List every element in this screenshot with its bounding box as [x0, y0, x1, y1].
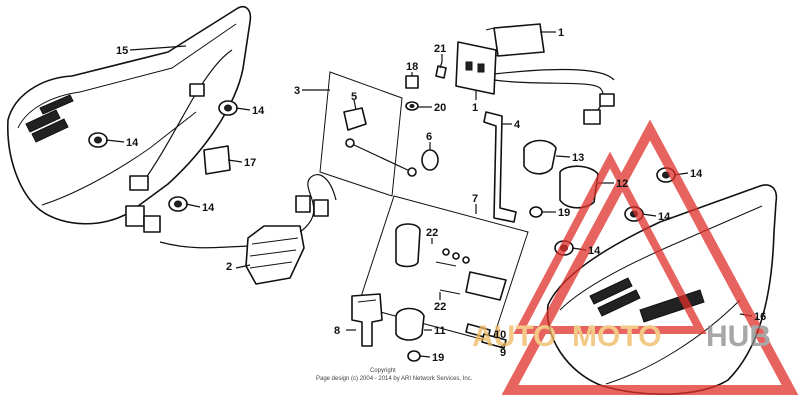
- callout-9: 9: [500, 347, 506, 359]
- callout-14-d: 14: [690, 168, 703, 180]
- fuses: [465, 323, 507, 349]
- callout-19-a: 19: [558, 207, 570, 219]
- callout-1-a: 1: [558, 27, 564, 39]
- callout-22-a: 22: [426, 227, 438, 239]
- fuse-holder: [351, 293, 383, 347]
- watermark-triangle-outer: [501, 119, 799, 395]
- callout-12: 12: [616, 178, 628, 190]
- nut-19-lower: [407, 350, 421, 362]
- nut-19-upper: [529, 206, 543, 218]
- mounting-bracket: [483, 111, 517, 223]
- callout-18: 18: [406, 61, 418, 73]
- callout-21: 21: [434, 43, 446, 55]
- harness-clip-upper: [189, 83, 205, 97]
- regulator-rectifier: [125, 174, 337, 285]
- leader-lines: [105, 31, 753, 358]
- callout-7: 7: [472, 193, 478, 205]
- left-side-cover: [7, 6, 252, 225]
- small-hardware: [405, 61, 447, 111]
- watermark: AUTO MOTO HUB: [472, 119, 799, 395]
- watermark-triangle-inner: [513, 151, 707, 334]
- relay-assembly-box: [319, 71, 439, 197]
- callout-20: 20: [434, 102, 446, 114]
- callout-13: 13: [572, 152, 584, 164]
- copyright-line-2: Page design (c) 2004 - 2014 by ARI Netwo…: [316, 376, 473, 382]
- watermark-word-hub: HUB: [706, 320, 771, 353]
- callout-1-b: 1: [472, 102, 478, 114]
- callout-14-c: 14: [202, 202, 215, 214]
- right-side-cover: [546, 184, 778, 395]
- ignition-unit: [455, 23, 615, 125]
- copyright-line-1: Copyright: [370, 368, 396, 374]
- callout-10: 10: [494, 329, 506, 341]
- callout-6: 6: [426, 131, 432, 143]
- callout-5: 5: [351, 91, 357, 103]
- callout-labels: 15 14 14 14 17 2 3 5 6 18 20 21 1 1 4 13…: [116, 27, 766, 364]
- callout-14-a: 14: [252, 105, 265, 117]
- callout-14-e: 14: [658, 211, 671, 223]
- callout-19-b: 19: [432, 352, 444, 364]
- harness-clip: [129, 175, 149, 191]
- callout-3: 3: [294, 85, 300, 97]
- callout-22-b: 22: [434, 301, 446, 313]
- callout-16: 16: [754, 311, 766, 323]
- callout-4: 4: [514, 119, 521, 131]
- callout-8: 8: [334, 325, 340, 337]
- watermark-word-moto: MOTO: [572, 320, 661, 353]
- callout-2: 2: [226, 261, 232, 273]
- caution-label: [203, 145, 231, 175]
- callout-15: 15: [116, 45, 128, 57]
- fuse-cover: [395, 307, 425, 341]
- starter-relay-box: [357, 195, 529, 343]
- callout-11: 11: [434, 325, 446, 337]
- callout-17: 17: [244, 157, 256, 169]
- callout-14-b: 14: [126, 137, 139, 149]
- watermark-word-auto: AUTO: [472, 320, 556, 353]
- callout-14-f: 14: [588, 245, 601, 257]
